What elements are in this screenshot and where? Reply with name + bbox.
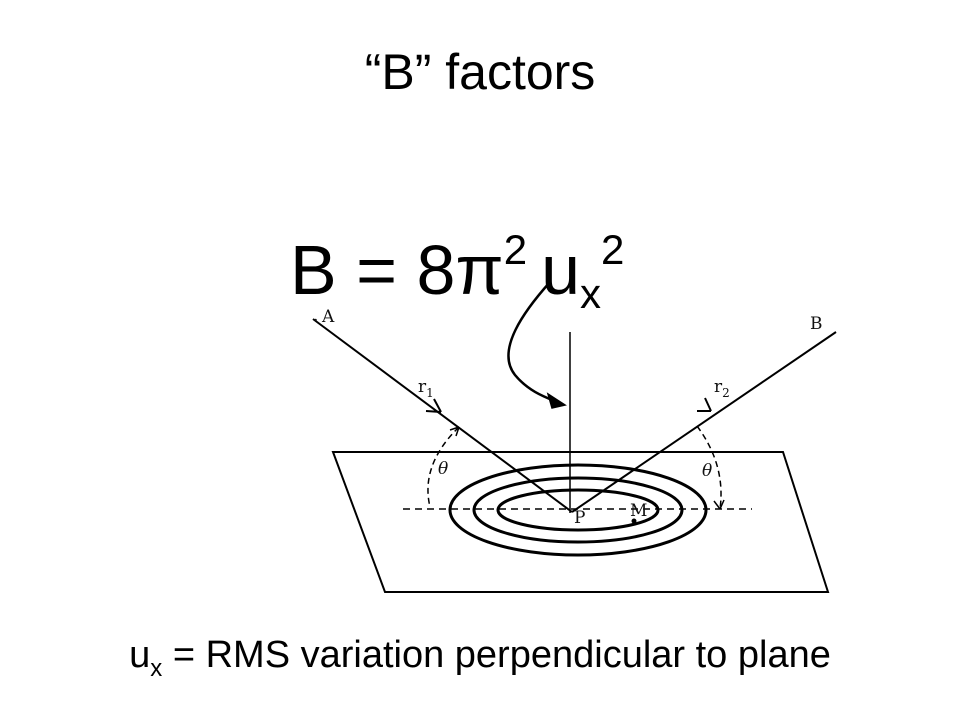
caption-text: = RMS variation perpendicular to plane	[162, 634, 831, 676]
label-m: M	[630, 501, 647, 521]
incident-arrowhead	[425, 398, 442, 413]
label-b: B	[810, 314, 823, 334]
point-m-dot	[631, 518, 637, 524]
theta-arc-left-arrow	[449, 426, 460, 437]
reflected-ray	[571, 331, 837, 513]
caption-var-subscript: x	[150, 655, 163, 682]
pointer-arrowhead	[546, 392, 567, 409]
label-theta-left: θ	[438, 459, 448, 479]
reflecting-plane	[331, 451, 830, 593]
pointer-arrow	[507, 281, 563, 406]
equation-var-exponent: 2	[601, 226, 625, 273]
pi-exponent: 2	[503, 226, 528, 273]
label-a: A	[321, 307, 335, 327]
label-p: P	[574, 508, 585, 528]
incident-ray	[312, 318, 573, 513]
caption-var: u	[129, 634, 151, 676]
ellipse-middle	[472, 476, 684, 544]
incident-dot-mark: .	[313, 306, 318, 326]
equation-lhs: B = 8π	[290, 231, 504, 309]
caption: ux = RMS variation perpendicular to plan…	[0, 630, 960, 694]
label-theta-right: θ	[702, 461, 712, 481]
label-r1: r1	[418, 377, 434, 400]
equation-var-subscript: x	[580, 270, 601, 317]
equation-var: u	[541, 231, 580, 309]
theta-arc-right	[696, 425, 722, 510]
theta-arc-right-arrow	[713, 499, 725, 510]
ellipse-outer	[448, 463, 708, 557]
ellipse-inner	[496, 488, 660, 532]
reflected-arrowhead	[697, 397, 712, 412]
slide-title: “B” factors	[364, 44, 596, 100]
theta-arc-left	[427, 426, 460, 508]
label-r2: r2	[714, 377, 730, 400]
